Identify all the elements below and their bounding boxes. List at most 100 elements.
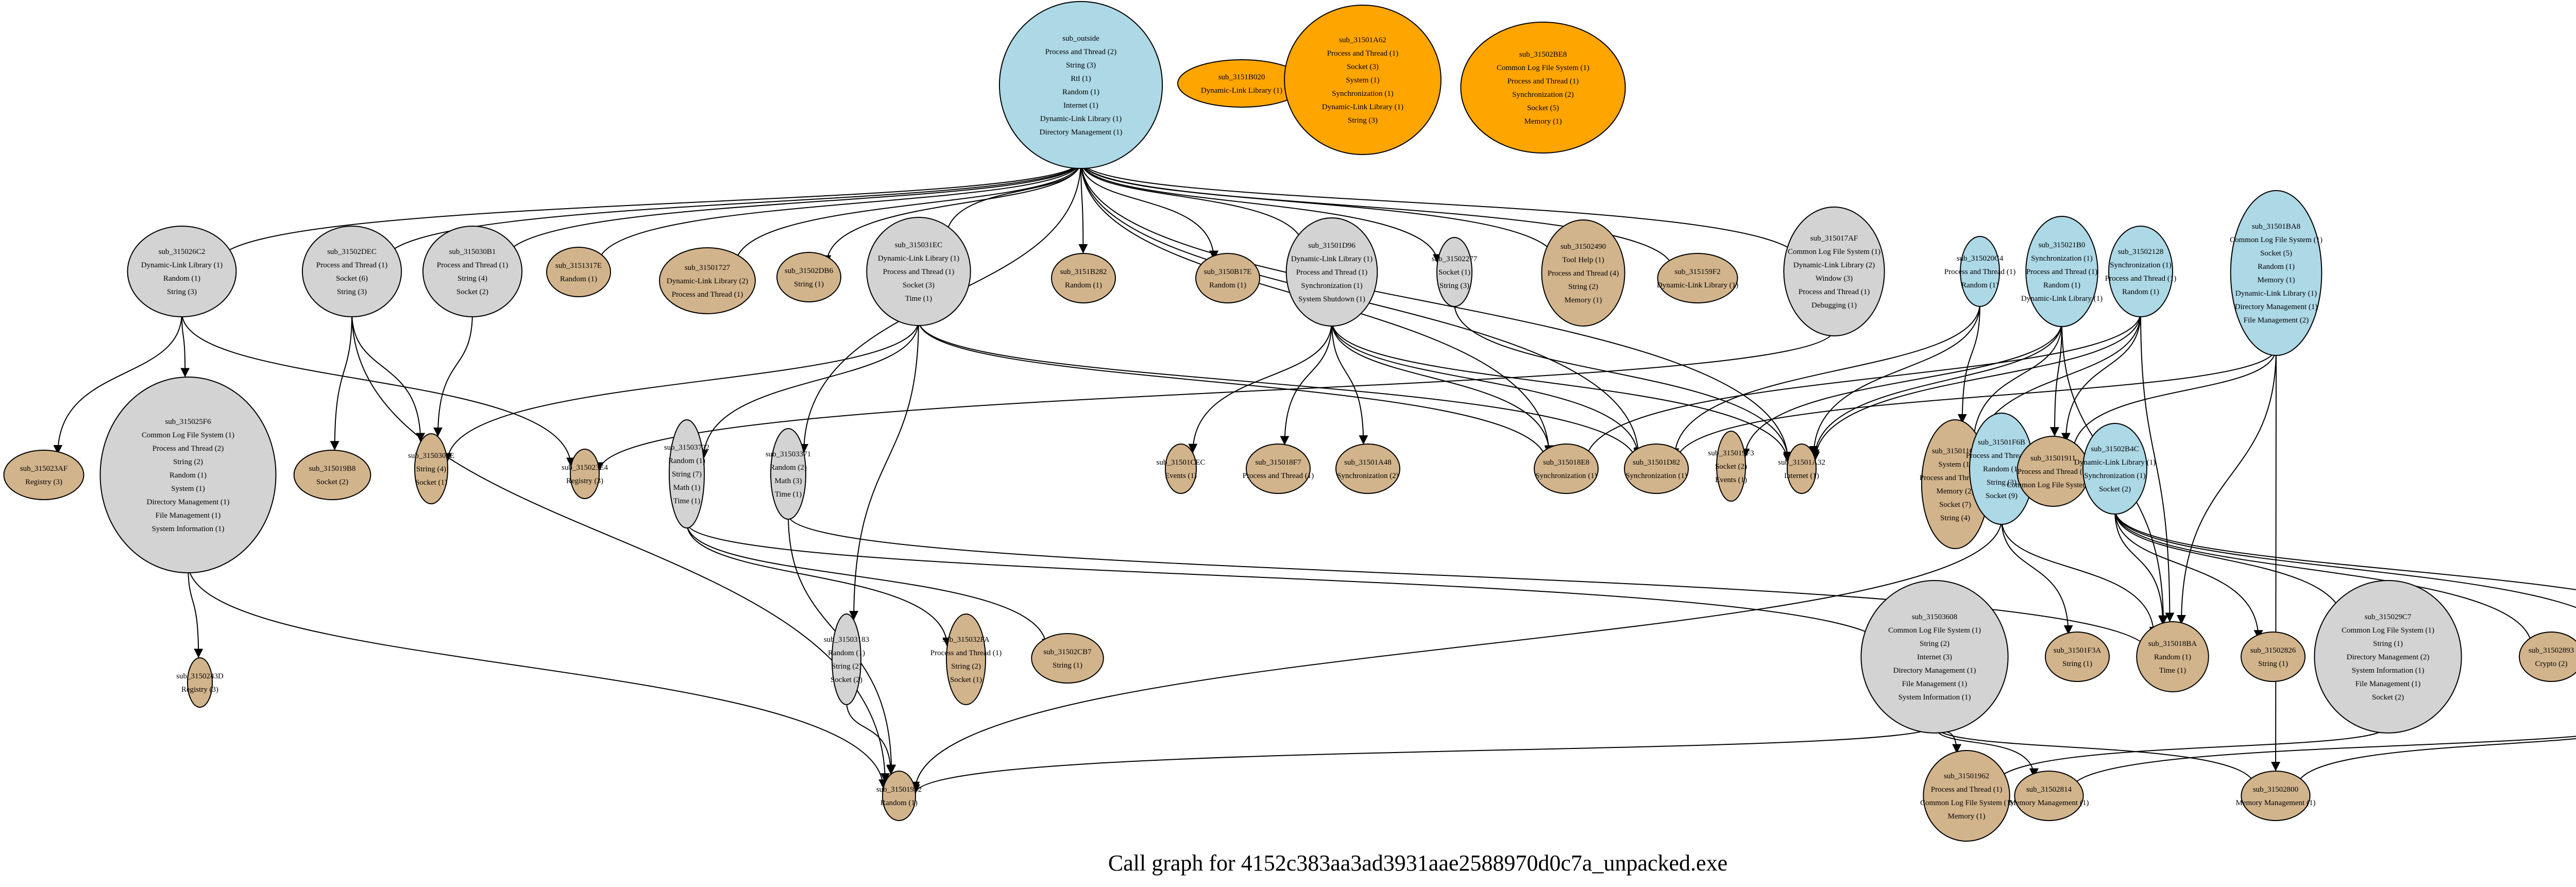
node-title: sub_3151B282 [1060,268,1107,276]
node-api-category: String (7) [672,470,702,479]
node-title: sub_315026C2 [159,248,206,256]
call-edge [2066,736,2576,791]
node-shape [659,247,756,314]
call-edge [730,160,1081,266]
node-title: sub_31502826 [2250,646,2296,655]
node-shape [1195,253,1260,303]
node-api-category: Synchronization (1) [2110,261,2172,269]
node-api-category: String (2) [173,458,203,466]
node-shape [301,226,402,317]
node-title: sub_31502814 [2026,786,2072,794]
node-api-category: Memory (1) [1948,812,1986,821]
node-api-category: Internet (1) [1784,472,1819,480]
node-title: sub_315031EC [895,241,943,249]
node-api-category: Random (1) [2154,653,2191,661]
call-edge [1078,160,1088,254]
call-edge [351,312,426,442]
call-edge [2061,312,2141,442]
node-api-category: Process and Thread (1) [1931,786,2002,794]
node-shape [882,771,916,821]
node-title: sub_31501D96 [1308,242,1355,250]
node-api-category: Dynamic-Link Library (1) [2021,295,2103,303]
node-api-category: Socket (2) [316,478,348,486]
node-api-category: Random (1) [2122,288,2159,296]
node-api-category: Registry (3) [181,686,218,694]
call-edge [1934,725,2039,778]
node-api-category: Random (1) [170,471,207,480]
call-edge [433,312,473,437]
node-api-category: Process and Thread (1) [2018,468,2089,476]
call-edge [2001,519,2159,636]
node-api-category: Dynamic-Link Library (1) [2235,289,2317,298]
node-api-category: Registry (3) [566,477,603,485]
node-shape [2230,190,2323,356]
call-edge [2140,312,2175,622]
node-api-category: Dynamic-Link Library (1) [1201,87,1282,95]
node-api-category: Socket (1) [415,479,447,487]
node-api-category: Socket (1) [950,676,982,684]
node-api-category: Window (3) [1816,275,1853,283]
node-api-category: File Management (2) [2244,316,2309,325]
node-title: sub_31502BE8 [1519,50,1567,59]
node-shape [1460,22,1626,153]
call-edge [1188,320,1332,453]
node-title: sub_315017AF [1810,234,1858,243]
node-title: sub_outside [1062,35,1099,43]
node-api-category: Dynamic-Link Library (1) [1322,103,1403,111]
call-edge [1454,303,1793,461]
